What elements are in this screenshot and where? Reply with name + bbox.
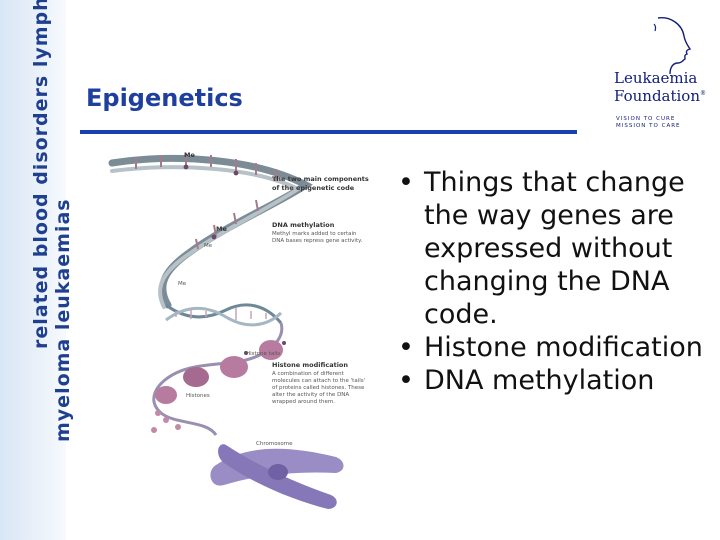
methyl-label-bottom: Me <box>178 281 187 287</box>
sidebar-text-line-2: related blood disorders lymphomas <box>30 0 52 349</box>
registered-mark: ® <box>700 90 707 97</box>
dna-methylation-title: DNA methylation <box>272 221 335 229</box>
dna-methylation-text-1: Methyl marks added to certain <box>272 231 357 237</box>
histone-modification-text-2: molecules can attach to the 'tails' <box>272 378 365 384</box>
histone-modification-title: Histone modification <box>272 361 348 369</box>
sidebar-text-line-1: myeloma leukaemias <box>52 198 74 442</box>
logo-name-line-1: Leukaemia <box>614 69 698 87</box>
methyl-label-top: Me <box>184 151 195 159</box>
logo-tagline-line-2: MISSION TO CARE <box>616 123 681 129</box>
logo-tagline: VISION TO CURE MISSION TO CARE <box>616 116 681 130</box>
bullet-item: DNA methylation <box>396 364 716 397</box>
bullet-item: Histone modification <box>396 331 716 364</box>
histone-tails-label: Histone tails <box>246 351 280 357</box>
methyl-label-mid: Me <box>216 225 227 233</box>
diagram-heading-line-1: The two main components <box>272 175 369 183</box>
bullet-list: Things that change the way genes are exp… <box>396 166 716 397</box>
histone-modification-text-4: alter the activity of the DNA <box>272 392 349 398</box>
title-underline <box>80 130 577 134</box>
sidebar-banner: myeloma leukaemias related blood disorde… <box>0 0 74 540</box>
double-helix <box>165 303 283 327</box>
nucleosome-fiber <box>151 322 286 436</box>
chromosome-label: Chromosome <box>256 441 293 447</box>
logo-name-line-2: Foundation <box>614 87 701 105</box>
face-profile-icon <box>653 17 692 75</box>
dna-methylation-text-2: DNA bases repress gene activity. <box>272 238 363 244</box>
logo-wordmark: Leukaemia Foundation® <box>614 69 707 105</box>
diagram-heading-line-2: of the epigenetic code <box>272 184 355 192</box>
bullet-item: Things that change the way genes are exp… <box>396 166 716 331</box>
chromosome <box>210 444 344 509</box>
histones-label: Histones <box>186 393 210 399</box>
histone-modification-text-5: wrapped around them. <box>272 399 335 405</box>
epigenetic-code-diagram: Me Me Me Me Histone tails Histones <box>108 151 369 509</box>
histone-modification-text-3: of proteins called histones. These <box>272 385 365 391</box>
slide-title: Epigenetics <box>86 84 243 112</box>
methyl-label-low: Me <box>204 243 213 249</box>
logo-tagline-line-1: VISION TO CURE <box>616 116 676 122</box>
dna-ribbon <box>108 154 313 309</box>
leukaemia-foundation-logo: Leukaemia Foundation® VISION TO CURE MIS… <box>612 16 706 134</box>
histone-modification-text-1: A combination of different <box>272 371 345 377</box>
